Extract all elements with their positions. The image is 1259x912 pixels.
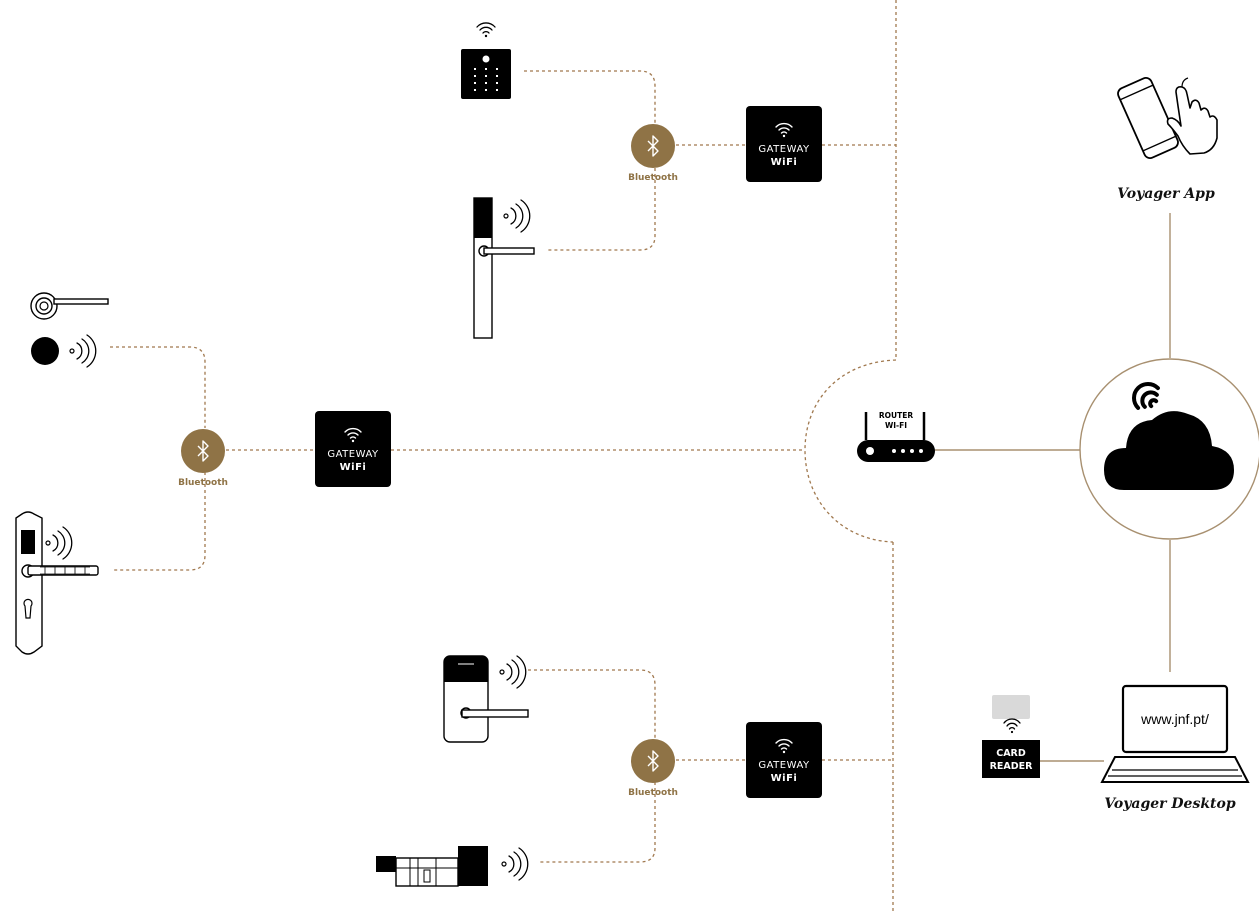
dashed-connectors <box>110 0 897 912</box>
cloud-icon <box>1104 411 1234 490</box>
door-handle-icon <box>473 197 535 339</box>
bluetooth-icon <box>197 440 209 462</box>
hotel-lock-icon <box>443 655 529 743</box>
wifi-icon <box>1132 382 1160 410</box>
gateway-label: GATEWAY <box>758 760 810 771</box>
card-reader-label-2: READER <box>990 761 1034 772</box>
card-reader-icon: CARD READER <box>982 695 1040 778</box>
round-knob-lock-icon <box>30 292 109 368</box>
router-label-wifi: WI-FI <box>885 421 907 430</box>
door-plate-lock-icon <box>15 511 99 655</box>
gateway-label-wifi: WiFi <box>771 157 798 168</box>
gateway-label: GATEWAY <box>758 144 810 155</box>
gateway-label-wifi: WiFi <box>340 462 367 473</box>
solid-connectors <box>935 213 1171 762</box>
wifi-icon <box>344 427 362 443</box>
bluetooth-hub-left: Bluetooth <box>178 429 228 488</box>
bluetooth-icon <box>647 135 659 157</box>
gateway-top: GATEWAY WiFi <box>746 106 822 182</box>
gateway-label: GATEWAY <box>327 449 379 460</box>
gateway-middle: GATEWAY WiFi <box>315 411 391 487</box>
hand-pointer-icon <box>1166 77 1218 155</box>
laptop-icon: www.jnf.pt/ <box>1100 684 1250 783</box>
voyager-desktop-label: Voyager Desktop <box>1104 796 1236 812</box>
gateway-label-wifi: WiFi <box>771 773 798 784</box>
cylinder-lock-icon <box>376 846 529 887</box>
bluetooth-hub-bottom: Bluetooth <box>628 739 678 798</box>
bluetooth-label: Bluetooth <box>178 478 228 488</box>
card-reader-label: CARD <box>996 748 1026 759</box>
bluetooth-label: Bluetooth <box>628 788 678 798</box>
bluetooth-icon <box>647 750 659 772</box>
desktop-url: www.jnf.pt/ <box>1140 711 1209 727</box>
keypad-lock-icon <box>461 22 511 99</box>
wifi-icon <box>775 122 793 138</box>
voyager-app-label: Voyager App <box>1117 186 1215 202</box>
bluetooth-hub-top: Bluetooth <box>628 124 678 183</box>
gateway-bottom: GATEWAY WiFi <box>746 722 822 798</box>
cloud-node <box>1079 358 1259 540</box>
router-label: ROUTER <box>879 411 913 420</box>
router-icon: ROUTER WI-FI <box>857 411 935 462</box>
wifi-icon <box>775 738 793 754</box>
bluetooth-label: Bluetooth <box>628 173 678 183</box>
card-icon <box>992 695 1030 719</box>
smartphone-icon <box>1117 76 1179 160</box>
